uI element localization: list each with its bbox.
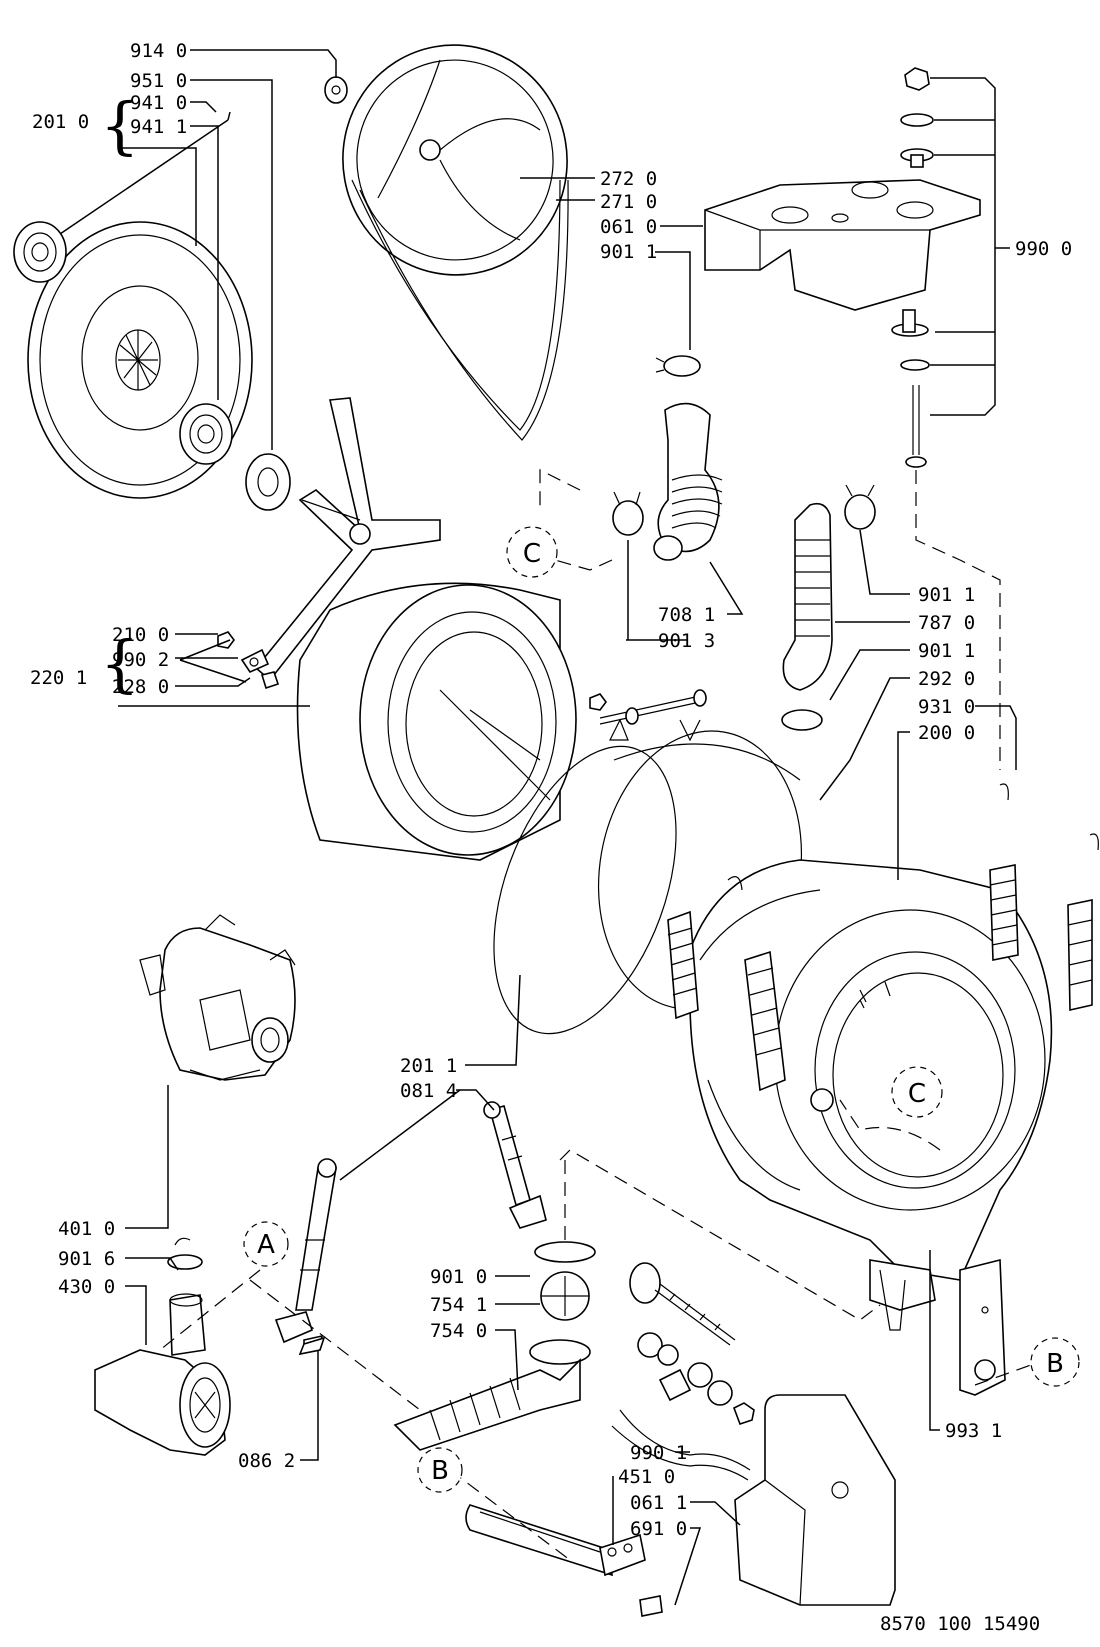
tub-springs	[667, 783, 1099, 1092]
label-086-2: 086 2	[238, 1450, 295, 1472]
label-430-0: 430 0	[58, 1276, 115, 1298]
svg-text:A: A	[257, 1230, 275, 1260]
label-901-1-b: 901 1	[918, 584, 975, 606]
pump-430-0	[94, 1237, 231, 1456]
counterweight-061-1	[734, 1394, 896, 1606]
sump-hose-708-1	[653, 402, 723, 561]
document-number: 8570 100 15490	[880, 1613, 1040, 1635]
shaft-bolt	[589, 689, 707, 742]
group-brace-220-1: {	[100, 627, 139, 700]
label-990-2: 990 2	[112, 649, 169, 671]
svg-text:B: B	[1046, 1349, 1064, 1379]
label-220-1: 220 1	[30, 667, 87, 689]
clamp-901-1-upper	[655, 355, 701, 377]
shock-absorber-left	[274, 1158, 337, 1352]
group-brace-201-0: {	[100, 89, 139, 162]
svg-text:C: C	[523, 539, 541, 569]
label-990-1: 990 1	[630, 1442, 687, 1464]
label-292-0: 292 0	[918, 668, 975, 690]
label-754-1: 754 1	[430, 1294, 487, 1316]
ref-marker-c-upper: C	[506, 526, 558, 578]
bearing-941-1	[179, 403, 233, 465]
ref-marker-a: A	[243, 1221, 289, 1267]
label-401-0: 401 0	[58, 1218, 115, 1240]
label-901-0: 901 0	[430, 1266, 487, 1288]
bearing-951-0	[245, 453, 291, 511]
label-201-1: 201 1	[400, 1055, 457, 1077]
label-941-0: 941 0	[130, 92, 187, 114]
leader-lines	[59, 49, 1017, 1606]
label-061-1: 061 1	[630, 1492, 687, 1514]
svg-text:C: C	[908, 1079, 926, 1109]
label-272-0: 272 0	[600, 168, 657, 190]
label-200-0: 200 0	[918, 722, 975, 744]
fixing-kit-990-1	[611, 1262, 755, 1481]
clamp-901-3	[612, 491, 644, 536]
label-081-4: 081 4	[400, 1080, 457, 1102]
label-451-0: 451 0	[618, 1466, 675, 1488]
heater-451-0	[465, 1504, 663, 1617]
label-993-1: 993 1	[945, 1420, 1002, 1442]
bearing-941-0	[13, 221, 67, 283]
counterweight-061-0	[704, 179, 981, 311]
label-691-0: 691 0	[630, 1518, 687, 1540]
tub-bracket	[869, 1258, 1006, 1396]
ref-marker-c-tub: C	[891, 1066, 943, 1118]
label-901-1-a: 901 1	[600, 241, 657, 263]
label-201-0: 201 0	[32, 111, 89, 133]
ref-marker-b-right: B	[1030, 1337, 1080, 1387]
nut-914-0	[324, 76, 348, 104]
hose-787-0	[781, 484, 876, 731]
label-901-3: 901 3	[658, 630, 715, 652]
label-941-1: 941 1	[130, 116, 187, 138]
drive-pulley-belt	[342, 44, 569, 441]
label-901-1-c: 901 1	[918, 640, 975, 662]
label-754-0: 754 0	[430, 1320, 487, 1342]
label-271-0: 271 0	[600, 191, 657, 213]
label-228-0: 228 0	[112, 676, 169, 698]
assembly-dashed-lines	[159, 469, 1046, 1561]
svg-text:B: B	[431, 1456, 449, 1486]
label-990-0: 990 0	[1015, 238, 1072, 260]
label-787-0: 787 0	[918, 612, 975, 634]
tub-200-0	[689, 859, 1053, 1281]
fixing-kit-990-0	[891, 67, 934, 468]
label-931-0: 931 0	[918, 696, 975, 718]
motor-401-0	[139, 914, 296, 1081]
label-210-0: 210 0	[112, 624, 169, 646]
label-061-0: 061 0	[600, 216, 657, 238]
drum	[296, 582, 577, 861]
label-708-1: 708 1	[658, 604, 715, 626]
shock-absorber-right	[483, 1101, 547, 1229]
label-951-0: 951 0	[130, 70, 187, 92]
ref-marker-b-left: B	[417, 1447, 463, 1493]
label-914-0: 914 0	[130, 40, 187, 62]
sump-parts	[393, 1241, 596, 1451]
label-901-6: 901 6	[58, 1248, 115, 1270]
